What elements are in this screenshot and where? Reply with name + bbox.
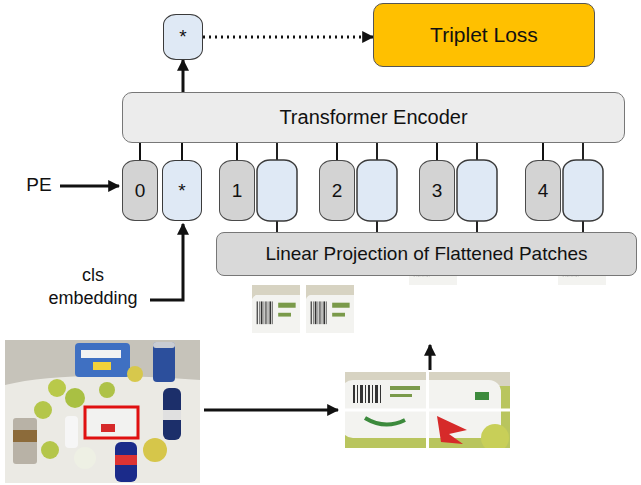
illustration-part xyxy=(476,143,478,160)
position-token: 4 xyxy=(525,160,561,221)
illustration-part xyxy=(93,362,111,370)
output-token: * xyxy=(163,14,203,60)
node-text: Linear Projection of Flattened Patches xyxy=(265,243,587,265)
connector xyxy=(139,143,141,160)
illustration-part xyxy=(357,160,397,221)
node-text: 0 xyxy=(135,180,146,202)
connector xyxy=(181,143,183,160)
illustration-part xyxy=(257,160,297,221)
patch-grid xyxy=(341,372,510,452)
illustration-part xyxy=(74,447,96,469)
illustration-part xyxy=(354,285,402,333)
connector xyxy=(542,143,544,160)
illustration-part xyxy=(558,285,606,333)
illustration-part xyxy=(153,342,175,348)
illustration-part xyxy=(376,221,378,232)
illustration-part xyxy=(65,388,85,408)
position-token: 0 xyxy=(122,160,158,221)
illustration-part xyxy=(87,408,137,437)
position-token: 1 xyxy=(219,160,255,221)
image-patch xyxy=(304,285,402,386)
node-text: 1 xyxy=(232,180,243,202)
illustration-part xyxy=(13,418,37,464)
illustration-part xyxy=(85,407,138,438)
input-label: PE xyxy=(20,173,58,197)
connector xyxy=(236,143,238,160)
flow-arrow xyxy=(204,409,338,412)
connector xyxy=(203,36,373,39)
input-arrow xyxy=(150,224,183,300)
illustration-part xyxy=(457,285,505,333)
node-text: Transformer Encoder xyxy=(279,106,467,129)
illustration-part xyxy=(127,366,143,382)
illustration-part xyxy=(276,143,278,160)
illustration-part xyxy=(143,438,167,462)
illustration-part xyxy=(563,160,603,221)
illustration-part xyxy=(582,221,584,232)
patch-grid-image xyxy=(345,372,510,448)
illustration-part xyxy=(65,416,78,448)
illustration-part xyxy=(582,143,584,160)
node-text: * xyxy=(179,26,186,48)
illustration-part xyxy=(101,424,115,432)
patch-embedding-tokens xyxy=(277,143,583,232)
node-text: * xyxy=(178,180,185,202)
illustration-part xyxy=(99,382,115,398)
illustration-part xyxy=(115,455,137,465)
illustration-part xyxy=(345,409,510,412)
cls-token: * xyxy=(162,160,202,221)
flow-arrow xyxy=(429,345,432,370)
patch-embedding-tokens xyxy=(257,160,603,221)
input-arrow xyxy=(60,185,119,188)
illustration-part xyxy=(457,160,497,221)
illustration-part xyxy=(81,350,121,358)
node-text: 3 xyxy=(432,180,443,202)
illustration-part xyxy=(5,340,200,483)
illustration-part xyxy=(252,285,300,333)
illustration-part xyxy=(13,430,37,442)
illustration-part xyxy=(5,376,200,483)
illustration-part xyxy=(115,442,137,482)
encoder-box: Transformer Encoder xyxy=(122,92,625,143)
illustration-part xyxy=(163,388,181,440)
node-text: 2 xyxy=(332,180,343,202)
connector xyxy=(182,60,185,92)
illustration-part xyxy=(75,343,130,377)
connector xyxy=(436,143,438,160)
position-token: 3 xyxy=(419,160,455,221)
node-text: Triplet Loss xyxy=(430,23,538,47)
scene-photo xyxy=(5,340,200,483)
position-token: 2 xyxy=(319,160,355,221)
illustration-part xyxy=(376,143,378,160)
illustration-part xyxy=(163,410,181,420)
illustration-part xyxy=(153,342,175,382)
projection-box: Linear Projection of Flattened Patches xyxy=(216,232,637,276)
illustration-part xyxy=(476,221,478,232)
loss-box: Triplet Loss xyxy=(373,3,595,67)
illustration-part xyxy=(276,221,278,232)
illustration-part xyxy=(48,379,66,397)
input-label: cls embedding xyxy=(42,264,144,309)
illustration-part xyxy=(41,441,59,459)
connector xyxy=(336,143,338,160)
illustration-part xyxy=(34,401,52,419)
node-text: 4 xyxy=(538,180,549,202)
